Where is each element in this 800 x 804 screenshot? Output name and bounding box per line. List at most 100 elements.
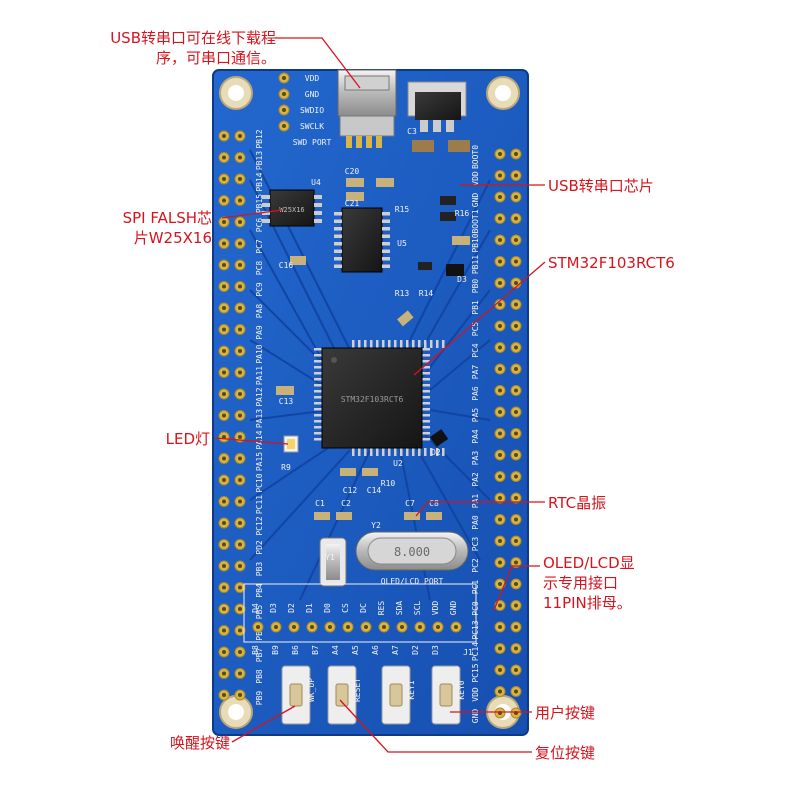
silk-label: PD2 xyxy=(255,540,264,555)
callout-usb-chip: USB转串口芯片 xyxy=(548,176,654,196)
silk-label: B6 xyxy=(291,645,300,655)
silk-label: D2 xyxy=(431,448,441,457)
callout-user-key: 用户按键 xyxy=(535,703,595,723)
silk-label: VDD xyxy=(471,171,480,186)
silk-label: D0 xyxy=(323,603,332,613)
silk-label: B9 xyxy=(271,645,280,655)
callout-spi-flash-line-1: SPI FALSH芯 xyxy=(122,209,212,227)
callout-rtc-line-1: RTC晶振 xyxy=(548,494,607,512)
callout-oled-line-3: 11PIN排母。 xyxy=(543,594,632,612)
silk-label: VDD xyxy=(431,601,440,616)
silk-label: RESET xyxy=(353,678,362,702)
silk-label: C3 xyxy=(407,127,417,136)
silk-label: PB12 xyxy=(255,129,264,148)
callout-usb-port-line-1: USB转串口可在线下载程 xyxy=(110,29,276,47)
silk-label: BOOT1 xyxy=(471,209,480,233)
leader-lines xyxy=(214,37,546,753)
silk-label: PA9 xyxy=(255,325,264,340)
callout-usb-port: USB转串口可在线下载程 序，可串口通信。 xyxy=(58,28,276,68)
tactile-button xyxy=(327,665,357,725)
silk-label: KEY0 xyxy=(457,680,466,699)
silk-label: R14 xyxy=(419,289,434,298)
silk-label: C1 xyxy=(315,499,325,508)
silk-label: R16 xyxy=(455,209,470,218)
silk-label: PA4 xyxy=(471,429,480,444)
callout-reset-key-line-1: 复位按键 xyxy=(535,744,596,762)
mcu-chip: STM32F103RCT6 xyxy=(314,340,445,456)
silk-label: PA5 xyxy=(471,408,480,423)
silk-label: D2 xyxy=(411,645,420,655)
silk-label: U2 xyxy=(393,459,403,468)
silk-label: D3 xyxy=(431,645,440,655)
silk-label: SWD PORT xyxy=(293,138,332,147)
silk-label: PB7 xyxy=(255,648,264,663)
silk-label: A7 xyxy=(391,645,400,655)
silk-label: PB15 xyxy=(255,194,264,213)
silk-label: PA2 xyxy=(471,472,480,487)
oled-port-frame: OLED/LCD PORT xyxy=(243,577,477,643)
silk-label: PC2 xyxy=(471,558,480,573)
rtc-crystal xyxy=(319,537,347,587)
silk-label: D3 xyxy=(457,275,467,284)
silk-label: PA1 xyxy=(471,494,480,509)
silk-label: PB6 xyxy=(255,626,264,641)
flash-chip-marking: W25X16 xyxy=(279,206,304,214)
silk-label: PC4 xyxy=(471,343,480,358)
silk-label: PB4 xyxy=(255,583,264,598)
left-pin-labels: PB12PB13PB14PB15PC6PC7PC8PC9PA8PA9PA10PA… xyxy=(255,129,264,705)
silk-label: C16 xyxy=(279,261,294,270)
callout-wakeup-key-line-1: 唤醒按键 xyxy=(169,734,230,752)
silk-label: D1 xyxy=(305,603,314,613)
silk-label: PA14 xyxy=(255,430,264,449)
callout-oled: OLED/LCD显 示专用接口 11PIN排母。 xyxy=(543,553,635,613)
silk-label: C20 xyxy=(345,167,360,176)
silk-label: PC15 xyxy=(471,663,480,682)
silk-label: J1 xyxy=(463,648,473,657)
silk-label: PA0 xyxy=(471,515,480,530)
silk-label: PA10 xyxy=(255,344,264,363)
silk-label: A4 xyxy=(331,645,340,655)
left-pin-header xyxy=(218,130,246,701)
main-crystal: 8.000 xyxy=(355,531,469,571)
mcu-marking: STM32F103RCT6 xyxy=(341,395,404,404)
oled-pin-header xyxy=(252,621,462,633)
callout-usb-port-line-2: 序，可串口通信。 xyxy=(155,49,276,67)
silk-label: PA11 xyxy=(255,366,264,385)
silk-label: A6 xyxy=(371,645,380,655)
silk-label: VDD xyxy=(471,687,480,702)
silk-label: PA13 xyxy=(255,409,264,428)
callout-oled-line-1: OLED/LCD显 xyxy=(543,554,635,572)
silk-label: PB14 xyxy=(255,172,264,191)
silk-label: PA12 xyxy=(255,387,264,406)
swd-pin-header xyxy=(278,72,290,132)
silk-label: PB11 xyxy=(471,255,480,274)
silk-label: R15 xyxy=(395,205,410,214)
silk-label: C12 xyxy=(343,486,358,495)
spi-flash-chip: W25X16 xyxy=(262,189,322,227)
silk-label: PB1 xyxy=(471,300,480,315)
silk-label: PC3 xyxy=(471,537,480,552)
silk-label: PC7 xyxy=(255,239,264,254)
tactile-buttons xyxy=(281,665,461,725)
tactile-button xyxy=(381,665,411,725)
callout-oled-line-2: 示专用接口 xyxy=(543,574,619,592)
silk-label: WK_UP xyxy=(307,678,316,702)
silk-label: D4 xyxy=(251,603,260,613)
callout-wakeup-key: 唤醒按键 xyxy=(120,733,230,753)
silk-label: PB3 xyxy=(255,562,264,577)
silk-label: RES xyxy=(377,601,386,616)
silk-label: C8 xyxy=(429,499,439,508)
silk-label: PB10 xyxy=(471,233,480,252)
silk-label: PB5 xyxy=(255,605,264,620)
callout-led: LED灯 xyxy=(140,429,210,449)
callout-spi-flash: SPI FALSH芯 片W25X16 xyxy=(92,208,212,248)
callout-led-line-1: LED灯 xyxy=(165,430,210,448)
silk-label: C13 xyxy=(279,397,294,406)
silk-label: R9 xyxy=(281,463,291,472)
silk-label: PB8 xyxy=(255,669,264,684)
